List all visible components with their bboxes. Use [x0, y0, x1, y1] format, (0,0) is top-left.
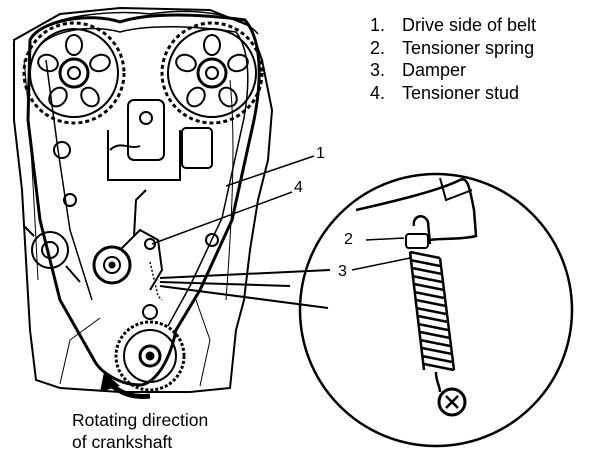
detail-magnified-view	[298, 172, 574, 448]
callout-4: 4	[294, 179, 303, 196]
left-camshaft-sprocket	[22, 21, 126, 125]
callout-3: 3	[338, 263, 347, 280]
tensioner-pulley	[92, 245, 132, 285]
legend-label: Tensioner spring	[402, 37, 535, 58]
cylinder-head-casting	[53, 99, 219, 247]
legend-item: 2. Tensioner spring	[370, 37, 536, 60]
legend-item: 4. Tensioner stud	[370, 82, 536, 105]
callout-1: 1	[316, 145, 325, 162]
caption-line-2: of crankshaft	[72, 432, 173, 452]
rotation-arrow-icon	[100, 372, 151, 399]
right-camshaft-sprocket	[160, 21, 264, 125]
tensioner-spring	[408, 250, 456, 372]
legend-label: Drive side of belt	[402, 15, 537, 35]
legend-number: 4.	[370, 82, 386, 103]
legend-label: Damper	[402, 60, 467, 80]
legend-item: 1. Drive side of belt	[370, 14, 536, 37]
legend-item: 3. Damper	[370, 59, 536, 82]
engine-block	[13, 6, 274, 393]
callout-2: 2	[344, 231, 353, 248]
legend-number: 2.	[370, 37, 386, 58]
rotation-caption: Rotating direction of crankshaft	[72, 409, 208, 453]
legend-number: 1.	[370, 15, 386, 35]
legend: 1. Drive side of belt 2. Tensioner sprin…	[370, 14, 536, 104]
caption-line-1: Rotating direction	[72, 410, 209, 430]
tensioner-bracket	[119, 189, 164, 301]
legend-number: 3.	[370, 60, 386, 80]
tensioner-stud-icon	[437, 387, 467, 417]
crankshaft-sprocket	[114, 304, 186, 392]
callout-leaders	[151, 155, 411, 271]
oil-pump-housing	[23, 225, 81, 283]
legend-label: Tensioner stud	[402, 82, 520, 103]
